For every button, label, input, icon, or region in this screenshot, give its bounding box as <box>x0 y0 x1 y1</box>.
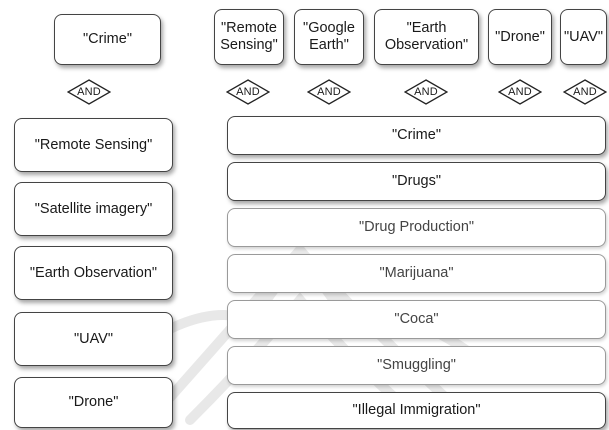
left-term-label: "Earth Observation" <box>29 264 158 281</box>
right-term-coca: "Coca" <box>227 300 606 339</box>
right-and-label: AND <box>236 86 260 98</box>
and-diamond-icon <box>404 79 448 105</box>
right-term-drugs: "Drugs" <box>227 162 606 201</box>
left-keyword-label: "Crime" <box>83 31 132 48</box>
right-and-operator-2: AND <box>307 79 351 105</box>
right-keyword-label: "Drone" <box>495 28 545 45</box>
right-term-label: "Crime" <box>392 127 441 144</box>
and-diamond-icon <box>307 79 351 105</box>
left-term-remote-sensing: "Remote Sensing" <box>14 118 173 172</box>
left-term-earth-observation: "Earth Observation" <box>14 246 173 300</box>
and-diamond-icon <box>498 79 542 105</box>
right-and-operator-1: AND <box>226 79 270 105</box>
right-term-label: "Drug Production" <box>358 219 475 236</box>
right-and-label: AND <box>573 86 597 98</box>
right-keyword-remote-sensing: "Remote Sensing" <box>214 9 284 65</box>
left-term-satellite-imagery: "Satellite imagery" <box>14 182 173 236</box>
right-keyword-label: "UAV" <box>563 28 604 45</box>
right-keyword-drone: "Drone" <box>488 9 552 65</box>
right-term-label: "Coca" <box>394 311 439 328</box>
right-term-label: "Illegal Immigration" <box>352 402 481 419</box>
left-term-drone: "Drone" <box>14 377 173 428</box>
left-and-operator: AND <box>67 79 111 105</box>
right-keyword-label: "Google Earth" <box>303 20 355 53</box>
right-term-label: "Drugs" <box>392 173 441 190</box>
right-and-operator-4: AND <box>498 79 542 105</box>
right-and-operator-3: AND <box>404 79 448 105</box>
right-keyword-label: "Earth Observation" <box>384 20 469 53</box>
left-and-label: AND <box>77 86 101 98</box>
right-and-label: AND <box>317 86 341 98</box>
right-and-label: AND <box>414 86 438 98</box>
right-term-drug-production: "Drug Production" <box>227 208 606 247</box>
and-diamond-icon <box>67 79 111 105</box>
right-term-marijuana: "Marijuana" <box>227 254 606 293</box>
left-term-label: "Satellite imagery" <box>34 200 153 217</box>
right-keyword-label: "Remote Sensing" <box>220 20 278 53</box>
right-term-label: "Marijuana" <box>379 265 454 282</box>
right-keyword-google-earth: "Google Earth" <box>294 9 364 65</box>
left-term-label: "Remote Sensing" <box>34 136 153 153</box>
and-diamond-icon <box>563 79 607 105</box>
right-keyword-earth-observation: "Earth Observation" <box>374 9 479 65</box>
right-and-operator-5: AND <box>563 79 607 105</box>
left-term-uav: "UAV" <box>14 312 173 366</box>
left-term-label: "Drone" <box>68 394 119 411</box>
right-term-smuggling: "Smuggling" <box>227 346 606 385</box>
left-term-label: "UAV" <box>73 330 114 347</box>
right-term-crime: "Crime" <box>227 116 606 155</box>
and-diamond-icon <box>226 79 270 105</box>
right-and-label: AND <box>508 86 532 98</box>
right-term-label: "Smuggling" <box>377 357 456 374</box>
right-term-illegal-immigration: "Illegal Immigration" <box>227 392 606 429</box>
right-keyword-uav: "UAV" <box>560 9 607 65</box>
left-keyword-box: "Crime" <box>54 14 161 65</box>
